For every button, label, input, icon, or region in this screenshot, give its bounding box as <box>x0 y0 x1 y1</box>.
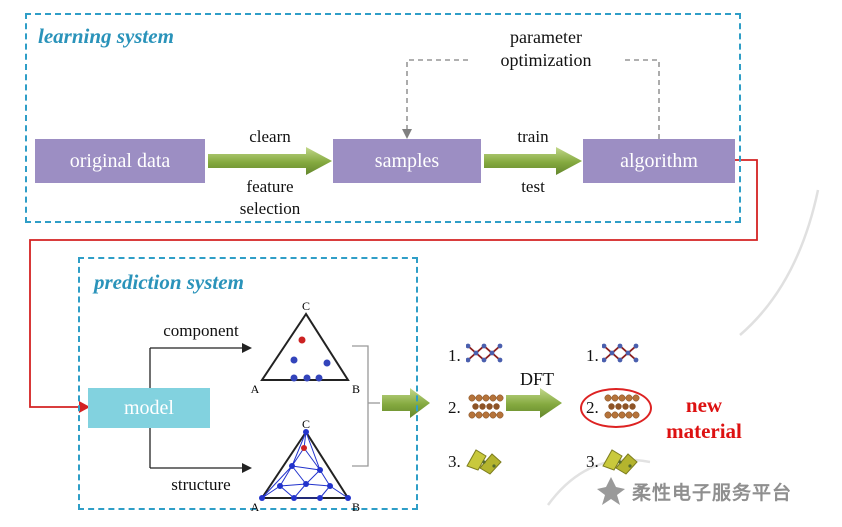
samples-box: samples <box>333 139 481 183</box>
result-3-number: 3. <box>586 452 599 471</box>
triangle-outline <box>260 312 350 381</box>
blue-data-point <box>290 374 298 382</box>
blue-data-point <box>315 374 323 382</box>
red-network-node <box>301 445 307 451</box>
triangle-right-label: B <box>352 382 360 396</box>
watermark-curve-right <box>739 189 820 336</box>
result-2-number: 2. <box>586 398 599 417</box>
learning-system-title: learning system <box>38 24 174 48</box>
candidate-2-number: 2. <box>448 398 461 417</box>
material-1-icon <box>602 343 639 363</box>
material-3-icon <box>466 449 502 475</box>
network-nodes <box>259 429 351 501</box>
triangle-right-label: B <box>352 500 360 514</box>
network-edges <box>261 431 349 499</box>
brand-watermark-text: 柔性电子服务平台 <box>632 482 793 504</box>
feature-label: feature <box>246 177 294 196</box>
material-2-icon <box>604 394 640 419</box>
test-label: test <box>521 177 545 196</box>
blue-data-point <box>303 374 311 382</box>
new-material-label: new material <box>666 393 742 444</box>
component-label: component <box>163 321 239 340</box>
green-arrow-dft <box>506 388 562 418</box>
prediction-system-title: prediction system <box>94 270 244 294</box>
selection-label: selection <box>239 199 301 219</box>
structure-label: structure <box>171 475 231 494</box>
triangle-top-label: C <box>302 300 310 313</box>
material-1-icon <box>466 343 503 363</box>
brand-watermark: 柔性电子服务平台 <box>596 476 792 506</box>
candidate-3-number: 3. <box>448 452 461 471</box>
blue-data-point <box>323 359 331 367</box>
triangle-top-label: C <box>302 418 310 431</box>
material-3-icon <box>602 449 638 475</box>
dft-label: DFT <box>519 369 554 389</box>
algorithm-box: algorithm <box>583 139 735 183</box>
material-2-icon <box>468 394 504 419</box>
component-triangle-diagram: C A B <box>251 300 360 396</box>
triangle-left-label: A <box>251 382 260 396</box>
candidate-1-number: 1. <box>448 346 461 365</box>
model-box: model <box>88 388 210 428</box>
parameter-optimization-label: parameter optimization <box>468 26 624 73</box>
train-label: train <box>517 127 549 146</box>
feature-selection-label: feature selection <box>213 176 327 220</box>
clearn-label: clearn <box>249 127 291 146</box>
blue-data-point <box>290 356 298 364</box>
result-1-number: 1. <box>586 346 599 365</box>
brand-logo-icon <box>597 477 625 505</box>
original-data-box: original data <box>35 139 205 183</box>
red-data-point <box>298 336 306 344</box>
triangle-left-label: A <box>251 500 260 514</box>
structure-triangle-diagram: C A B <box>251 418 360 514</box>
